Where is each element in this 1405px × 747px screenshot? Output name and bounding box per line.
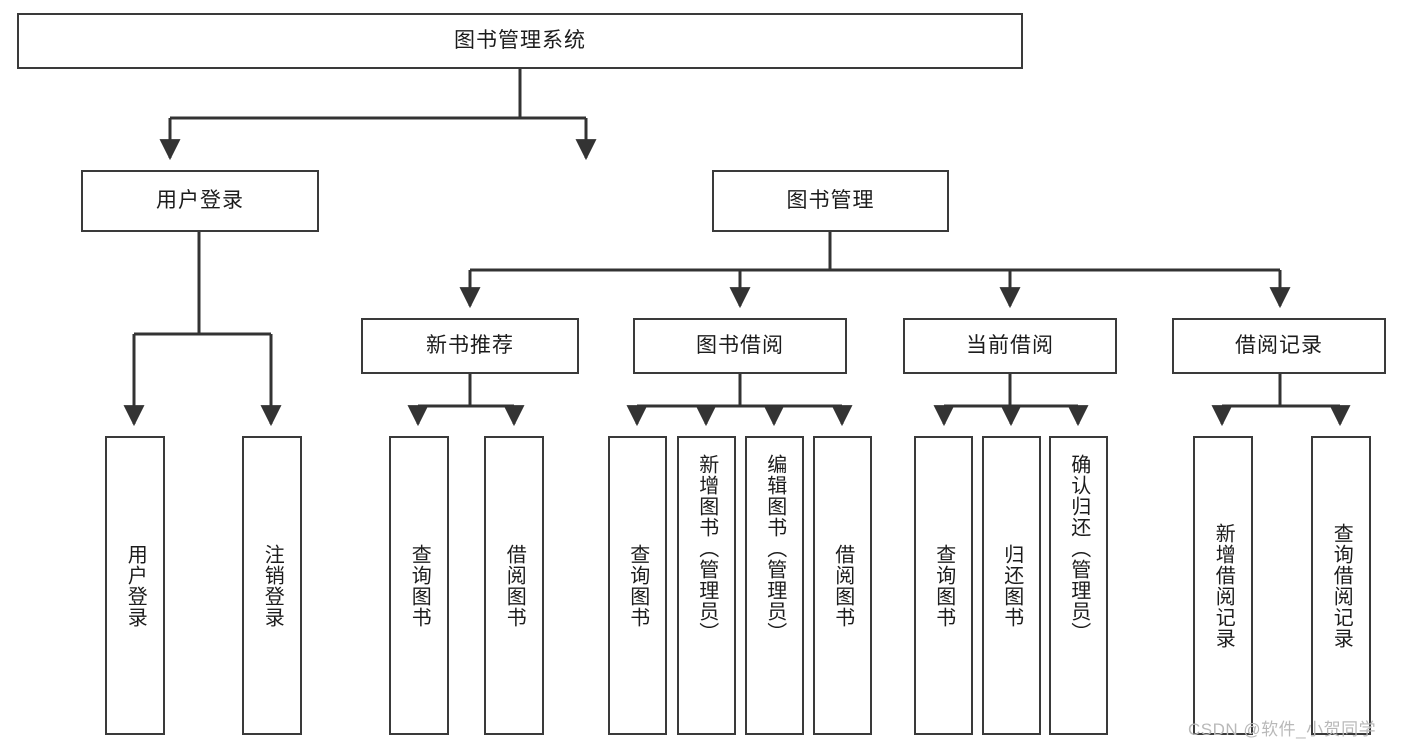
node-leaf-add-borrow-record-label: 新增借阅记录 (1212, 522, 1235, 649)
node-new-book-recommend[interactable]: 新书推荐 (361, 318, 579, 374)
node-root-label: 图书管理系统 (454, 29, 586, 53)
node-leaf-return-book[interactable]: 归还图书 (982, 436, 1041, 735)
node-borrow-record[interactable]: 借阅记录 (1172, 318, 1386, 374)
node-leaf-borrow-book-recommend[interactable]: 借阅图书 (484, 436, 544, 735)
node-leaf-return-book-label: 归还图书 (1000, 543, 1023, 628)
node-leaf-logout-label: 注销登录 (261, 543, 284, 628)
node-leaf-user-login[interactable]: 用户登录 (105, 436, 165, 735)
node-borrow-record-label: 借阅记录 (1235, 334, 1323, 358)
node-book-manage[interactable]: 图书管理 (712, 170, 949, 232)
node-new-book-recommend-label: 新书推荐 (426, 334, 514, 358)
node-leaf-edit-book-admin-label: 编辑图书（管理员） (763, 454, 786, 643)
node-book-manage-label: 图书管理 (786, 189, 875, 213)
node-leaf-borrow-book-borrow-label: 借阅图书 (831, 543, 854, 628)
node-leaf-add-book-admin-label: 新增图书（管理员） (695, 454, 718, 643)
node-leaf-query-borrow-record[interactable]: 查询借阅记录 (1311, 436, 1371, 735)
node-book-borrow-label: 图书借阅 (696, 334, 784, 358)
node-leaf-edit-book-admin[interactable]: 编辑图书（管理员） (745, 436, 804, 735)
node-root-system[interactable]: 图书管理系统 (17, 13, 1023, 69)
node-leaf-confirm-return-admin[interactable]: 确认归还（管理员） (1049, 436, 1108, 735)
node-book-borrow[interactable]: 图书借阅 (633, 318, 847, 374)
node-leaf-query-borrow-record-label: 查询借阅记录 (1330, 522, 1353, 649)
node-leaf-add-book-admin[interactable]: 新增图书（管理员） (677, 436, 736, 735)
node-leaf-borrow-book-borrow[interactable]: 借阅图书 (813, 436, 872, 735)
node-leaf-query-book-borrow[interactable]: 查询图书 (608, 436, 667, 735)
node-leaf-user-login-label: 用户登录 (124, 543, 147, 628)
node-current-borrow-label: 当前借阅 (966, 334, 1054, 358)
node-leaf-query-book-current-label: 查询图书 (932, 543, 955, 628)
node-user-login[interactable]: 用户登录 (81, 170, 319, 232)
node-leaf-borrow-book-recommend-label: 借阅图书 (503, 543, 526, 628)
node-leaf-query-book-current[interactable]: 查询图书 (914, 436, 973, 735)
node-leaf-query-book-recommend[interactable]: 查询图书 (389, 436, 449, 735)
node-leaf-logout[interactable]: 注销登录 (242, 436, 302, 735)
node-leaf-query-book-recommend-label: 查询图书 (408, 543, 431, 628)
node-leaf-add-borrow-record[interactable]: 新增借阅记录 (1193, 436, 1253, 735)
node-user-login-label: 用户登录 (156, 189, 244, 213)
node-leaf-query-book-borrow-label: 查询图书 (626, 543, 649, 628)
node-current-borrow[interactable]: 当前借阅 (903, 318, 1117, 374)
node-leaf-confirm-return-admin-label: 确认归还（管理员） (1067, 454, 1090, 643)
